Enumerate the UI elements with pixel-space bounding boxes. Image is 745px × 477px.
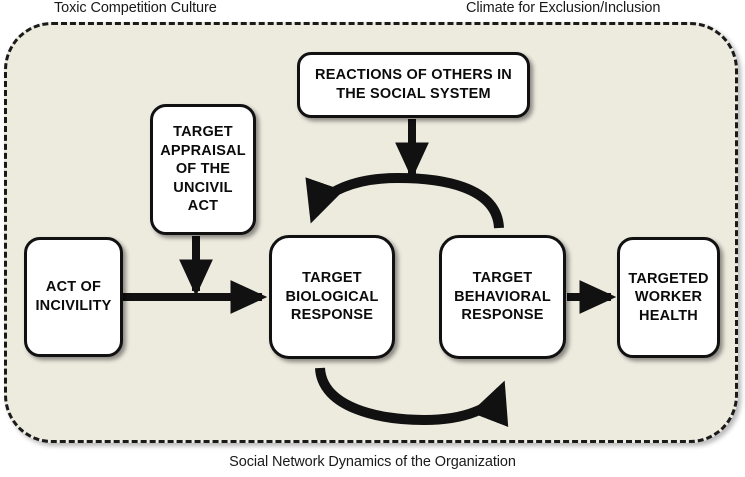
node-target-behavioral-response[interactable]: TARGET BEHAVIORAL RESPONSE xyxy=(439,235,566,359)
node-act-of-incivility[interactable]: ACT OF INCIVILITY xyxy=(24,237,123,357)
node-target-biological-response[interactable]: TARGET BIOLOGICAL RESPONSE xyxy=(269,235,395,359)
label-toxic-competition-culture: Toxic Competition Culture xyxy=(54,0,217,16)
node-target-appraisal[interactable]: TARGET APPRAISAL OF THE UNCIVIL ACT xyxy=(150,104,256,235)
node-targeted-worker-health[interactable]: TARGETED WORKER HEALTH xyxy=(617,237,720,358)
node-reactions-of-others[interactable]: REACTIONS OF OTHERS IN THE SOCIAL SYSTEM xyxy=(297,52,530,118)
label-social-network-dynamics: Social Network Dynamics of the Organizat… xyxy=(229,454,516,470)
label-climate-for-exclusion-inclusion: Climate for Exclusion/Inclusion xyxy=(466,0,661,16)
